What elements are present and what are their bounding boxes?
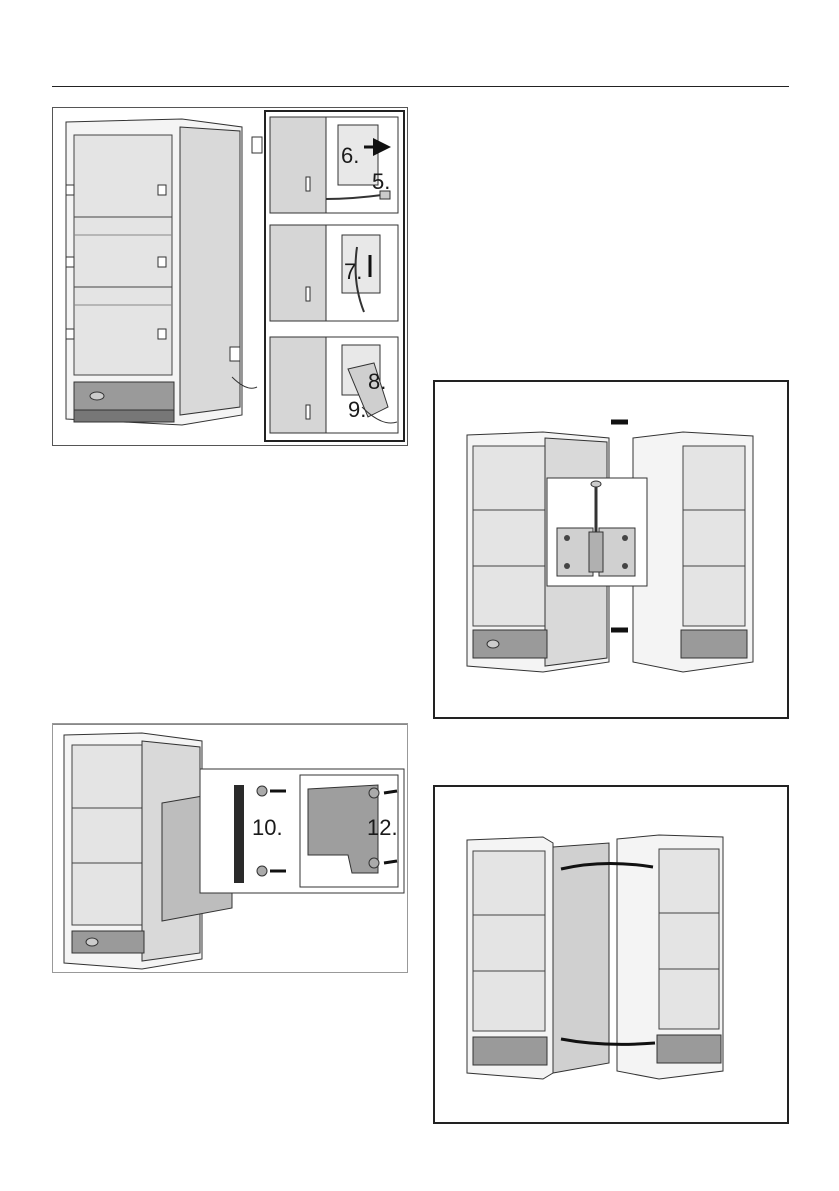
inset-detail-3: 8. 9. (270, 337, 398, 433)
step-6-label: 6. (341, 143, 359, 168)
figure-2-illustration: 10. 12. (52, 723, 408, 973)
step-5-label: 5. (372, 169, 390, 194)
hinge-detail-inset (547, 478, 647, 586)
step-8-label: 8. (368, 369, 386, 394)
figure-3-illustration (433, 380, 789, 719)
step-7-label: 7. (344, 259, 362, 284)
step-9-label: 9. (348, 397, 366, 422)
inset-detail-right: 12. (300, 775, 398, 887)
figure-doors-join (433, 785, 789, 1124)
inset-detail-2: 7. (270, 225, 398, 321)
figure-4-illustration (433, 785, 789, 1124)
figure-cable-disconnect: 6. 5. 7. 8. 9. (52, 107, 408, 446)
right-cabinet-drawing (633, 432, 753, 672)
step-12-label: 12. (367, 815, 398, 840)
figure-1-illustration: 6. 5. 7. 8. 9. (52, 107, 408, 446)
cabinet-drawing (66, 119, 262, 425)
figure-hinge-attach (433, 380, 789, 719)
header-rule (52, 86, 789, 87)
right-cabinet-drawing (617, 835, 723, 1079)
figure-bracket-removal: 10. 12. (52, 723, 408, 973)
inset-detail-1: 6. 5. (270, 117, 398, 213)
step-10-label: 10. (252, 815, 283, 840)
